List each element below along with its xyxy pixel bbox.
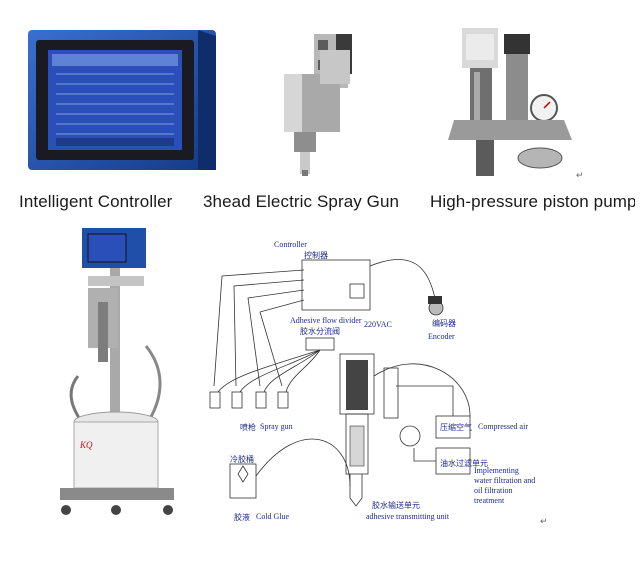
controller-caption: Intelligent Controller [19,192,173,211]
encoder-label-en: Encoder [428,332,455,341]
controller-label-cn: 控制器 [304,251,328,260]
transmit-label-en: adhesive transmitting unit [366,512,450,521]
controller-label-en: Controller [274,240,307,249]
encoder-icon [428,296,444,316]
filter-label-en-2: water filtration and [474,476,536,485]
filter-label-cn: 油水过滤单元 [440,459,488,468]
spray-gun-photo [270,30,362,178]
cold-glue-label-en: Cold Glue [256,512,290,521]
spray-gun-label-en: Spray gun [260,422,293,431]
glue-label-cn: 胶液 [234,513,250,522]
divider-label-en: Adhesive flow divider [290,316,362,325]
glue-tank-label-cn: 冷胶桶 [230,455,254,464]
transmit-label-cn: 胶水输送单元 [372,501,420,510]
machine-photo: KQ [58,226,176,518]
spray-gun-label-cn: 喷枪 [240,423,256,432]
spray-gun-caption: 3head Electric Spray Gun [203,192,400,211]
filter-label-en-4: treatment [474,496,505,505]
system-diagram: Controller 控制器 220VAC Adhesive flow divi… [200,236,550,528]
return-mark-2: ↵ [540,516,548,526]
voltage-label: 220VAC [364,320,392,329]
return-mark-1: ↵ [576,170,584,180]
controller-photo [22,26,218,174]
filter-label-en-1: Implementing [474,466,519,475]
divider-label-cn: 胶水分流阀 [300,327,340,336]
filter-label-en-3: oil filtration [474,486,513,495]
encoder-label-cn: 编码器 [432,319,456,328]
svg-text:KQ: KQ [79,440,93,450]
piston-pump-photo [448,24,572,184]
compressed-air-label-en: Compressed air [478,422,528,431]
compressed-air-label-cn: 压缩空气 [440,423,472,432]
pump-caption: High-pressure piston pump [430,192,635,211]
